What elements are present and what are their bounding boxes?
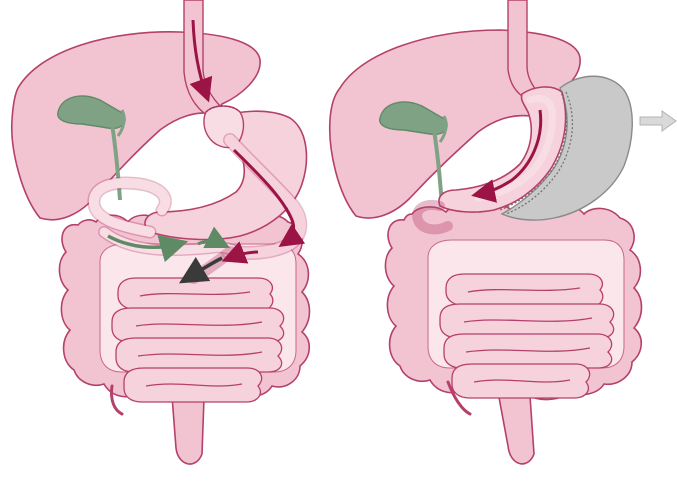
panel-left	[12, 0, 310, 464]
small-intestine-right	[440, 274, 614, 398]
removal-arrow-right	[640, 111, 676, 131]
small-intestine-left	[112, 278, 284, 402]
panel-right	[330, 0, 676, 464]
